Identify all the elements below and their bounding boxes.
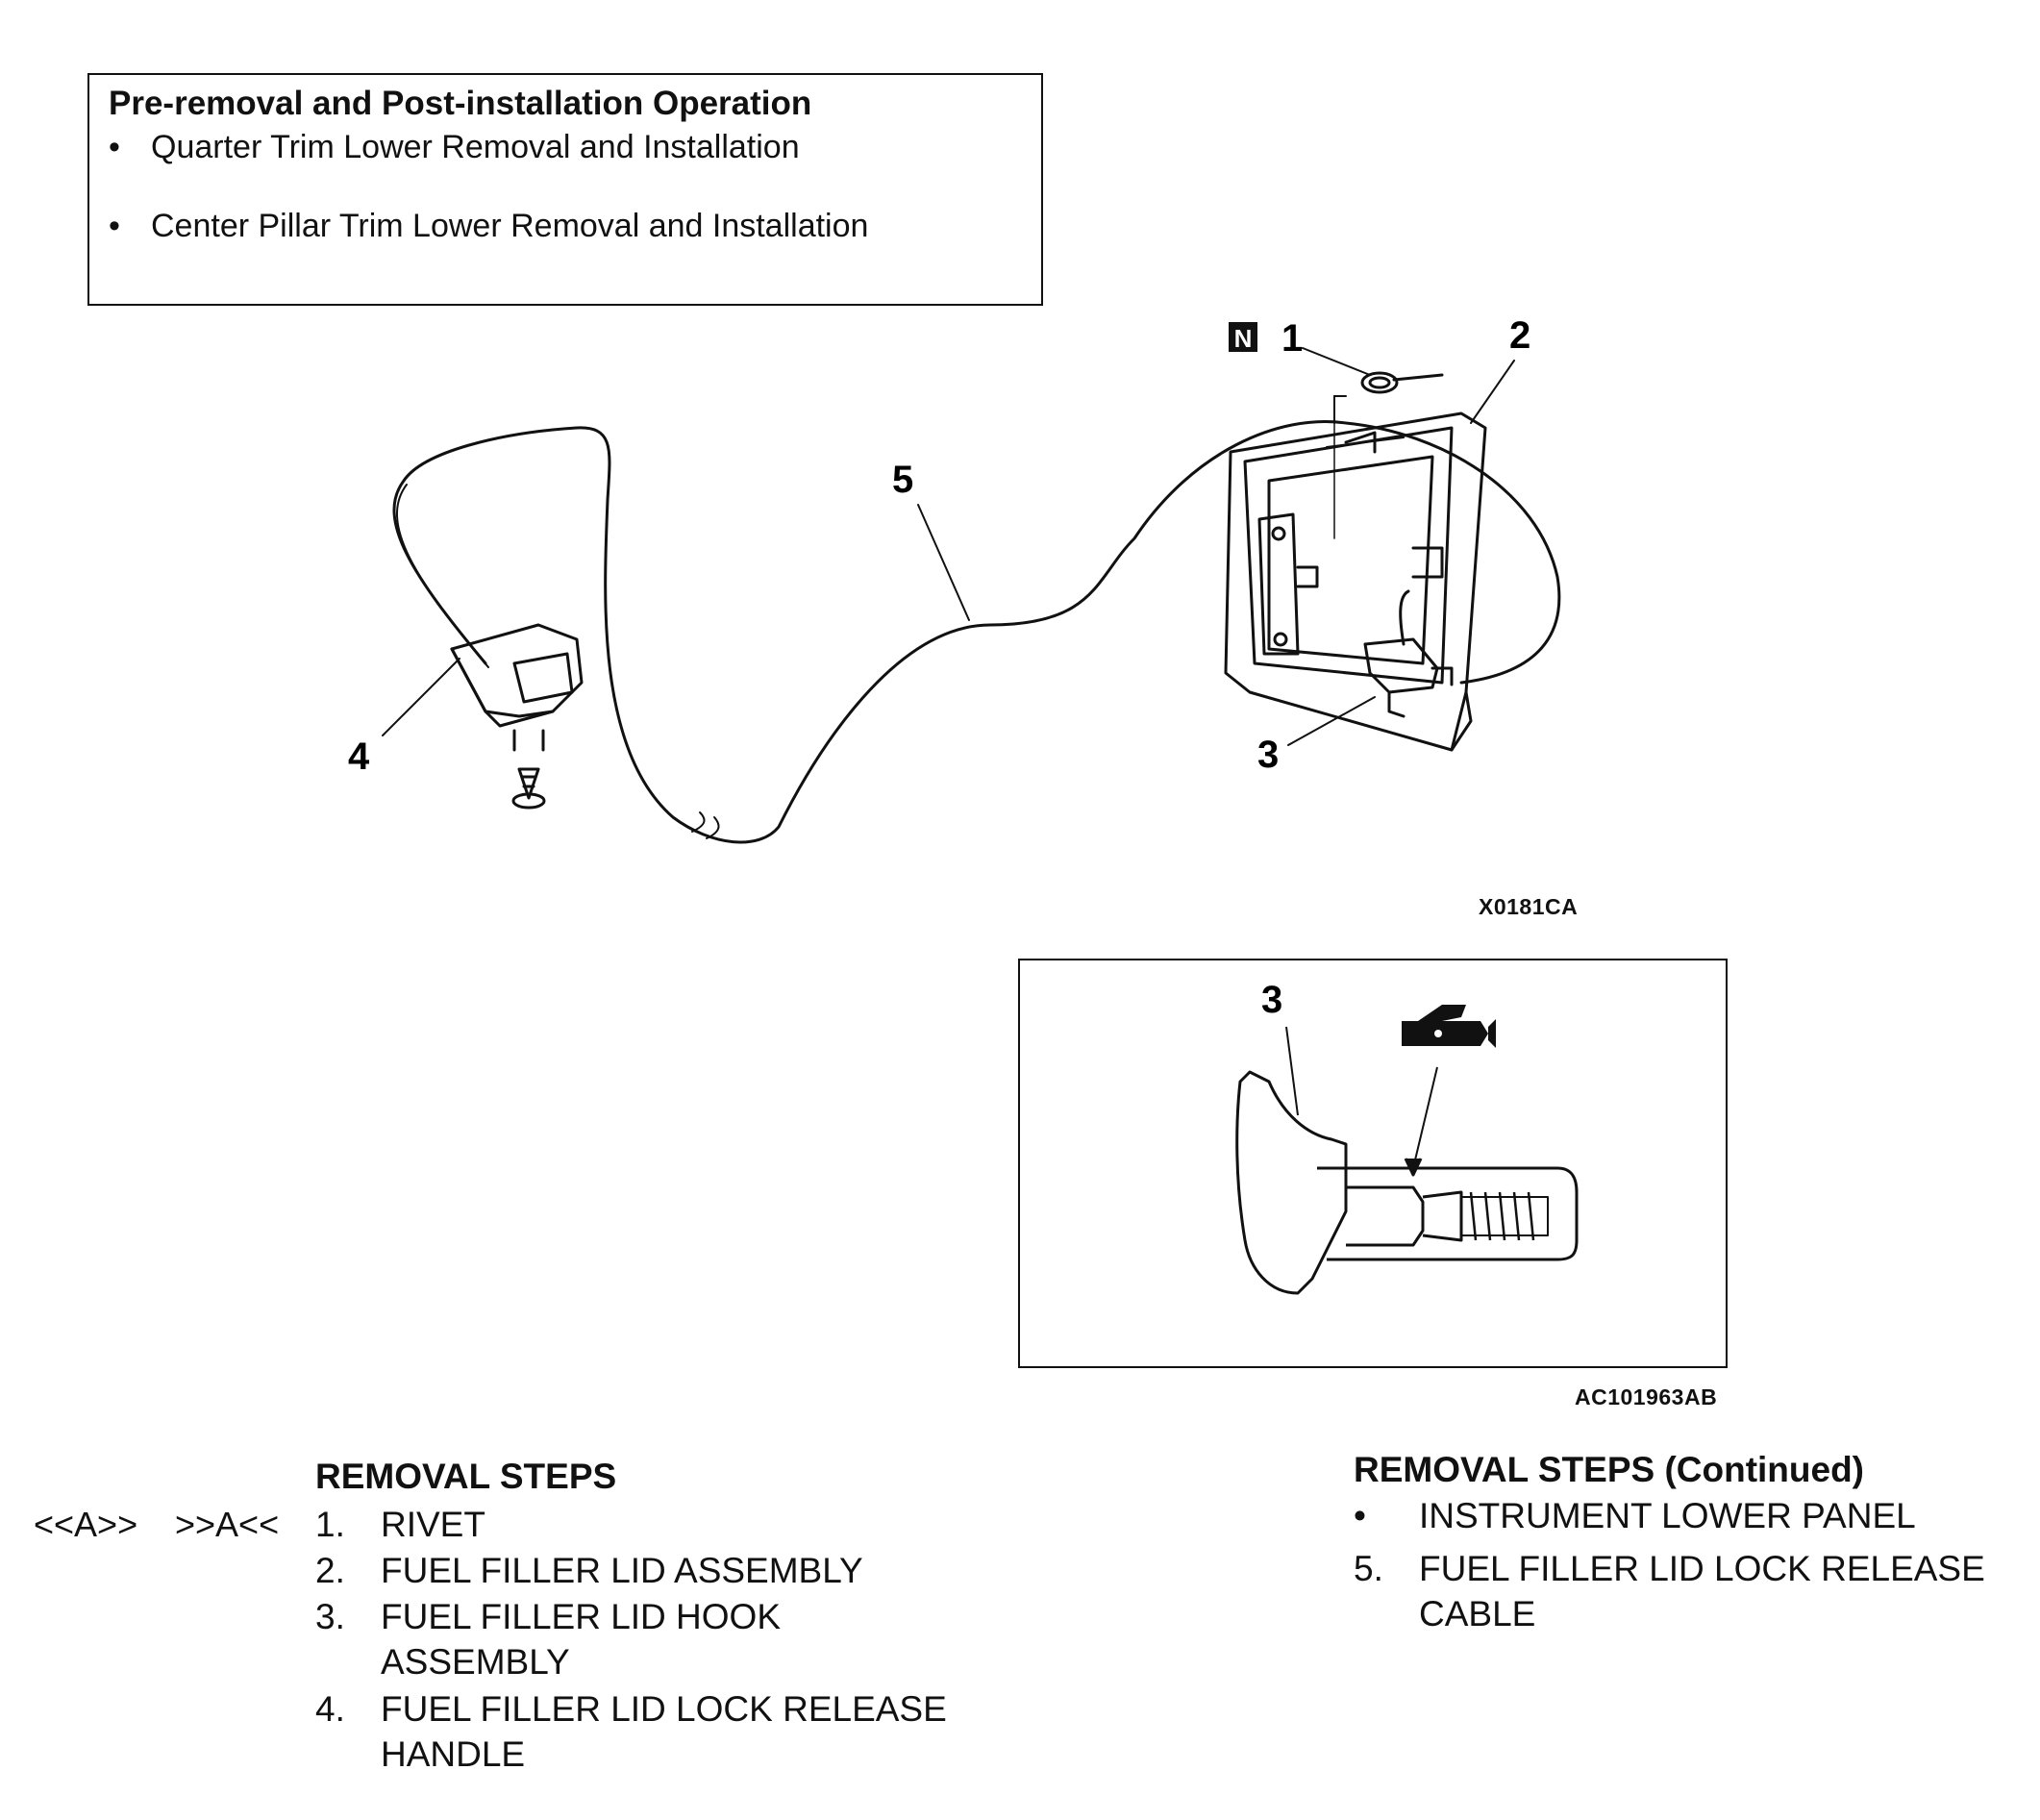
step-label: FUEL FILLER LID LOCK RELEASE [1419,1549,1985,1588]
step-number: 3. [315,1597,345,1636]
step-label: FUEL FILLER LID ASSEMBLY [381,1551,863,1590]
pre-operation-item-label: Center Pillar Trim Lower Removal and Ins… [151,208,869,244]
step-number: 5. [1354,1549,1383,1588]
detail-callout-3: 3 [1261,979,1282,1021]
installation-symbol: >>A<< [175,1505,280,1544]
pre-operation-item: • Center Pillar Trim Lower Removal and In… [109,208,868,245]
bullet-icon: • [109,129,120,165]
fuel-filler-lid-assembly [1224,411,1487,752]
callout-1: 1 [1281,317,1303,360]
pre-operation-title: Pre-removal and Post-installation Operat… [109,85,812,122]
step-number: 1. [315,1505,345,1544]
release-cable [392,420,1561,844]
step-label: FUEL FILLER LID LOCK RELEASE [381,1689,947,1729]
lubricant-applicator-icon [1402,1005,1496,1048]
pre-operation-item-label: Quarter Trim Lower Removal and Installat… [151,129,800,165]
callout-2: 2 [1509,314,1530,357]
step-label: RIVET [381,1505,485,1544]
bullet-icon: • [1354,1496,1366,1535]
pre-operation-item: • Quarter Trim Lower Removal and Installa… [109,129,800,166]
step-label-continued: CABLE [1419,1594,1536,1633]
detail-figure-code: AC101963AB [1575,1384,1718,1409]
step-number: 4. [315,1689,345,1729]
new-part-mark-label: N [1234,324,1253,353]
callout-3: 3 [1257,734,1279,776]
pre-operation-box: Pre-removal and Post-installation Operat… [87,73,1043,306]
step-label: FUEL FILLER LID HOOK [381,1597,782,1636]
hook-assembly [1363,589,1454,718]
removal-symbol: <<A>> [34,1505,138,1544]
step-label: INSTRUMENT LOWER PANEL [1419,1496,1916,1535]
step-label-continued: ASSEMBLY [381,1642,570,1682]
step-number: 2. [315,1551,345,1590]
callout-4: 4 [348,735,370,778]
callout-5: 5 [892,459,913,501]
figure-code: X0181CA [1479,894,1579,919]
release-handle [450,623,584,752]
bullet-icon: • [109,208,120,244]
removal-steps-title: REMOVAL STEPS [315,1457,617,1496]
step-label-continued: HANDLE [381,1734,526,1774]
new-part-mark-icon [1229,322,1257,352]
screw [511,767,546,810]
rivet [1333,371,1444,539]
hook-detail-drawing [1235,1026,1579,1295]
removal-steps-continued-title: REMOVAL STEPS (Continued) [1354,1450,1865,1489]
detail-box [1018,959,1728,1368]
